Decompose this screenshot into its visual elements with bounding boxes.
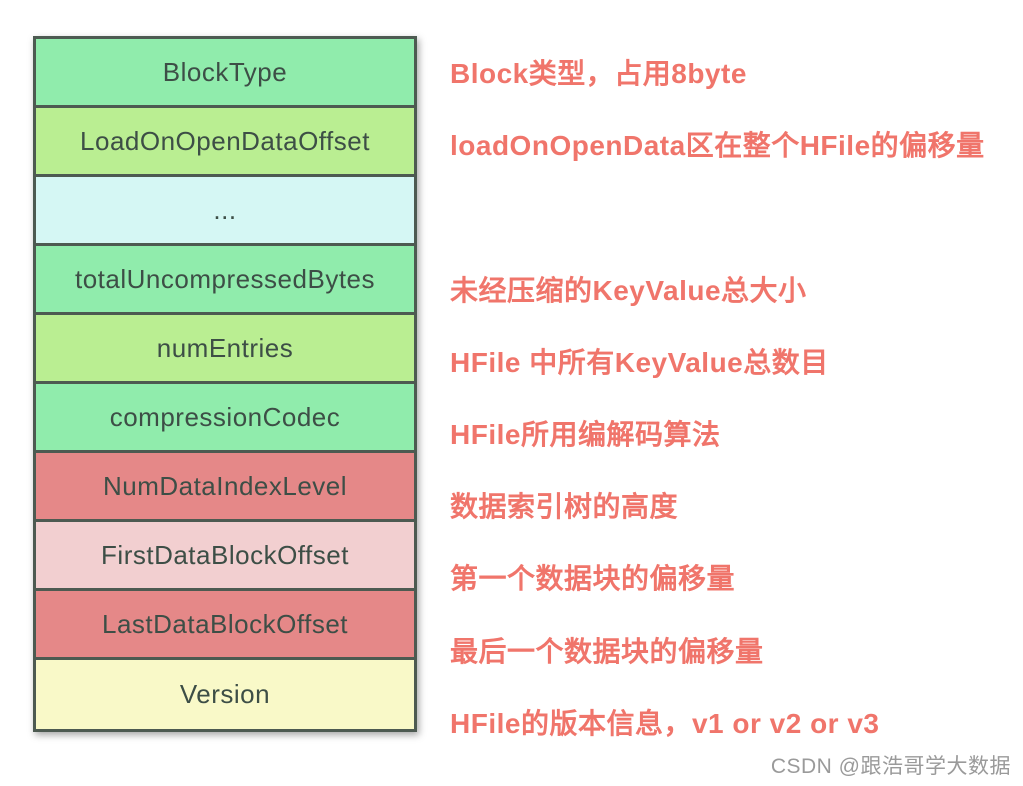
annotation-loadonopendataoffset: loadOnOpenData区在整个HFile的偏移量 <box>450 130 985 162</box>
annotation-numentries: HFile 中所有KeyValue总数目 <box>450 346 829 378</box>
table-row: Version <box>36 660 414 729</box>
table-row: FirstDataBlockOffset <box>36 522 414 591</box>
table-row: NumDataIndexLevel <box>36 453 414 522</box>
annotation-blocktype: Block类型，占用8byte <box>450 58 747 90</box>
field-label: numEntries <box>156 332 294 363</box>
field-label: LoadOnOpenDataOffset <box>80 125 370 156</box>
table-row: ... <box>36 177 414 246</box>
annotations-column: Block类型，占用8byte loadOnOpenData区在整个HFile的… <box>450 36 985 758</box>
field-label: FirstDataBlockOffset <box>101 539 349 570</box>
annotation-totaluncompressedbytes: 未经压缩的KeyValue总大小 <box>450 274 807 306</box>
table-row: totalUncompressedBytes <box>36 246 414 315</box>
field-label: Version <box>179 679 271 709</box>
annotation-firstdatablockoffset: 第一个数据块的偏移量 <box>450 563 736 595</box>
annotation-numdataindexlevel: 数据索引树的高度 <box>450 491 679 523</box>
hfile-trailer-diagram: BlockType LoadOnOpenDataOffset ... total… <box>33 36 985 758</box>
csdn-watermark: CSDN @跟浩哥学大数据 <box>770 755 1011 778</box>
table-row: numEntries <box>36 315 414 384</box>
table-row: BlockType <box>36 39 414 108</box>
hfile-trailer-table: BlockType LoadOnOpenDataOffset ... total… <box>33 36 417 732</box>
table-row: LoadOnOpenDataOffset <box>36 108 414 177</box>
field-label: BlockType <box>162 56 288 87</box>
annotation-lastdatablockoffset: 最后一个数据块的偏移量 <box>450 635 764 667</box>
table-row: LastDataBlockOffset <box>36 591 414 660</box>
annotation-ellipsis <box>450 180 985 252</box>
field-label: compressionCodec <box>109 401 341 432</box>
field-label: LastDataBlockOffset <box>101 608 349 639</box>
field-label: totalUncompressedBytes <box>74 263 376 294</box>
field-label: NumDataIndexLevel <box>102 470 348 501</box>
annotation-version: HFile的版本信息，v1 or v2 or v3 <box>450 707 880 739</box>
table-row: compressionCodec <box>36 384 414 453</box>
ellipsis-label: ... <box>213 194 237 225</box>
annotation-compressioncodec: HFile所用编解码算法 <box>450 419 721 451</box>
